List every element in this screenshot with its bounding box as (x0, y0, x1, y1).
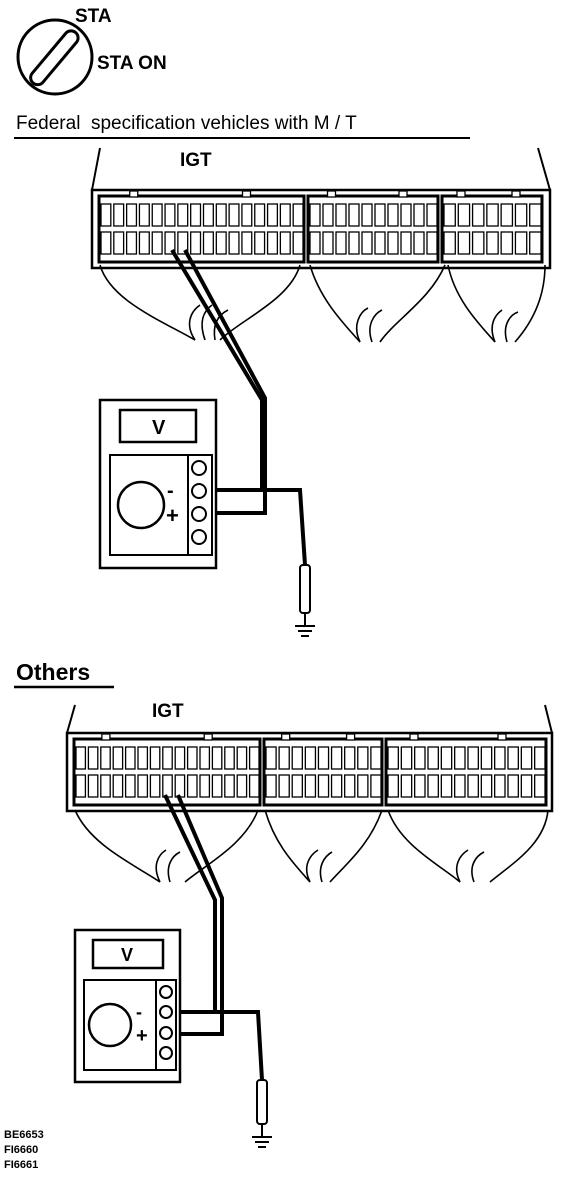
ecu-connector-icon (90, 147, 552, 270)
connector-block (384, 733, 548, 807)
igt-terminal-label: IGT (152, 701, 184, 722)
ignition-key-icon (16, 18, 94, 96)
meter-minus-sign: - (167, 480, 174, 502)
voltmeter-display-label: V (121, 945, 133, 965)
figure-code: FI6660 (4, 1144, 38, 1156)
ignition-label-sta: STA (75, 6, 112, 27)
voltmeter-display-label: V (152, 417, 166, 439)
wire-harness (99, 264, 546, 343)
wire-harness (74, 809, 549, 883)
test-probe-icon (256, 1079, 268, 1136)
probe-leads (163, 794, 264, 1081)
meter-plus-sign: + (166, 503, 179, 528)
connector-block (306, 190, 440, 264)
ignition-label-sta-on: STA ON (97, 53, 167, 74)
meter-plus-sign: + (136, 1025, 148, 1047)
voltmeter-icon: V - + (73, 928, 182, 1084)
ground-icon (295, 625, 315, 637)
federal-section-title: Federal specification vehicles with M / … (16, 113, 357, 134)
ecu-connector-icon (65, 704, 554, 813)
figure-code: BE6653 (4, 1129, 44, 1141)
others-section-title: Others (16, 659, 90, 685)
voltmeter-icon: V - + (98, 398, 218, 570)
figure-code: FI6661 (4, 1159, 38, 1171)
test-probe-icon (299, 564, 311, 625)
meter-minus-sign: - (136, 1002, 142, 1022)
probe-leads (170, 248, 307, 566)
connector-block (72, 733, 262, 807)
connector-block (440, 190, 544, 264)
connector-block (262, 733, 384, 807)
connector-block (97, 190, 306, 264)
igt-terminal-label: IGT (180, 150, 212, 171)
ground-icon (252, 1136, 272, 1148)
